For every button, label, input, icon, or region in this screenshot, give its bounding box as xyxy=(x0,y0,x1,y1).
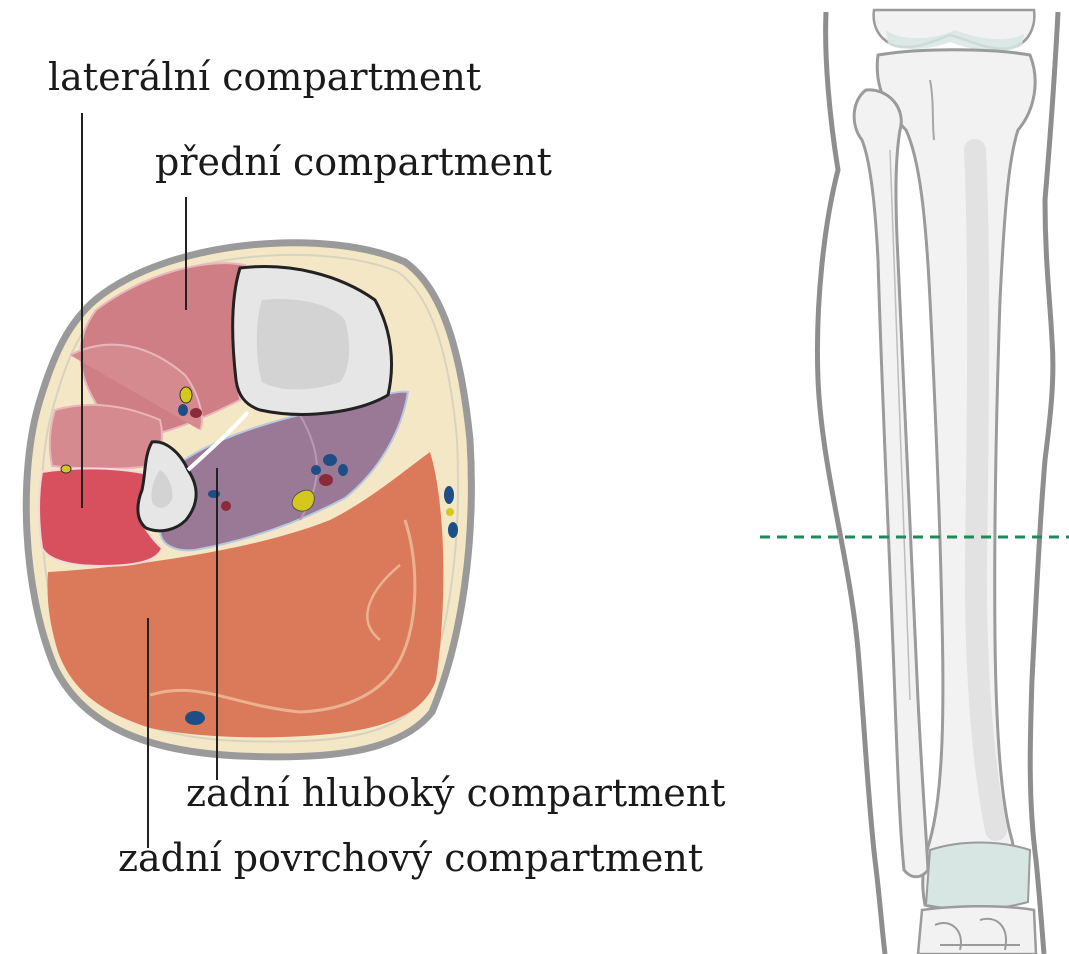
anterior-compartment-label: přední compartment xyxy=(155,140,552,184)
lower-leg-cross-section-icon xyxy=(26,243,471,757)
small-saphenous-vein xyxy=(185,711,205,725)
peroneal-nerve xyxy=(61,465,71,473)
superficial-posterior-compartment-label: zadní povrchový compartment xyxy=(118,836,703,880)
lateral-compartment-label: laterální compartment xyxy=(48,55,481,99)
ankle-cartilage xyxy=(926,843,1030,910)
lower-leg-skeleton-icon xyxy=(817,10,1058,954)
tibia-marrow xyxy=(257,299,349,389)
talus-bone xyxy=(918,906,1036,954)
leg-outline-right xyxy=(1030,12,1058,954)
deep-posterior-compartment-label: zadní hluboký compartment xyxy=(186,771,725,815)
